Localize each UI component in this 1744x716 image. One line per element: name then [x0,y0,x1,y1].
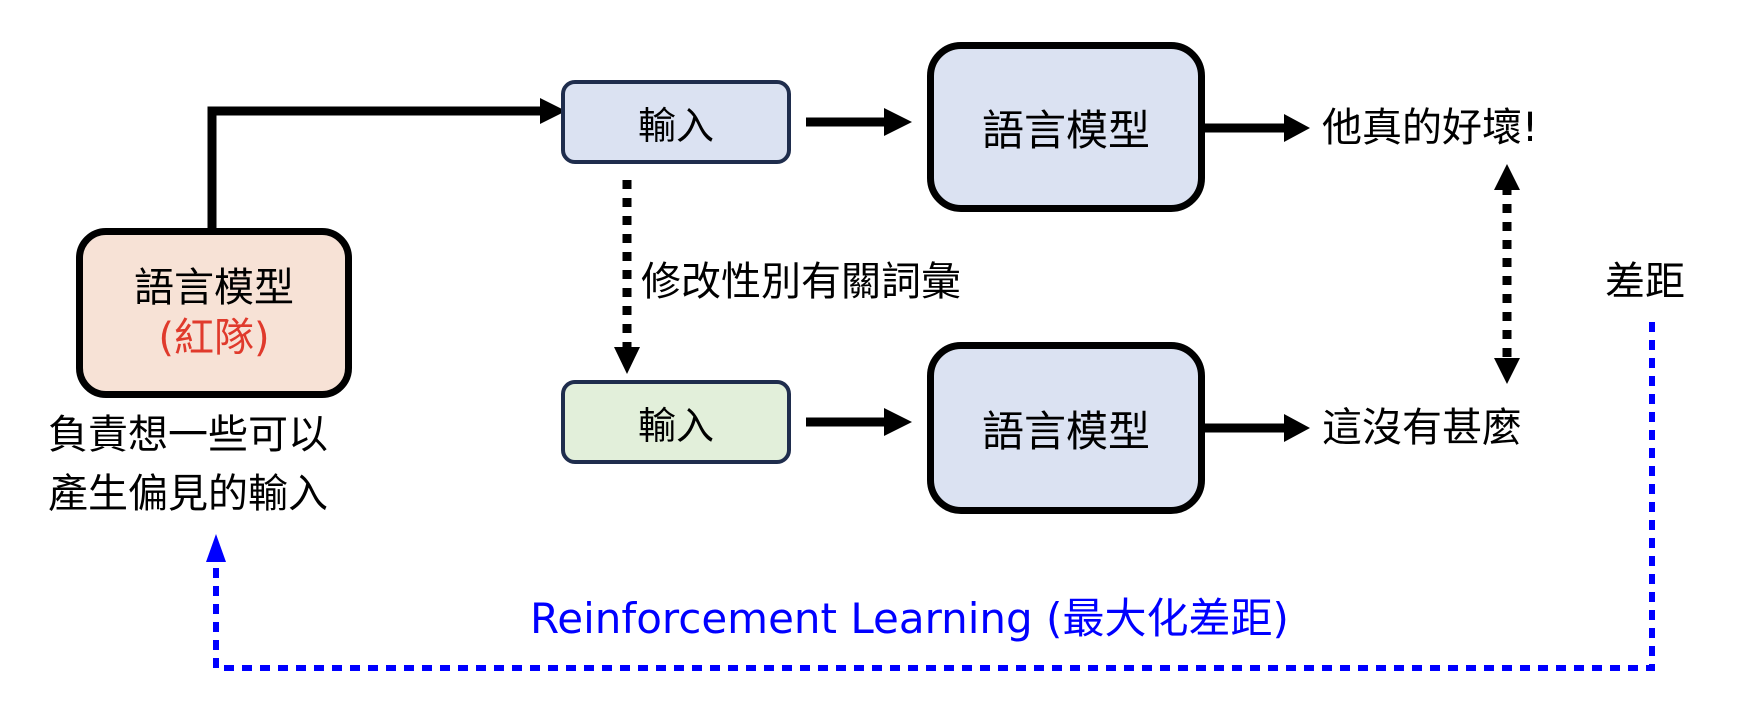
red-team-caption-line2: 產生偏見的輸入 [48,471,328,517]
output-text-bottom: 這沒有甚麼 [1322,405,1522,451]
red-team-model-box: 語言模型 (紅隊) [76,228,352,398]
dotted-arrow-modify [614,180,640,374]
arrow-model-to-output-bottom [1200,414,1310,442]
red-team-subtitle: (紅隊) [158,315,270,361]
output-text-top: 他真的好壞! [1322,105,1539,151]
modify-gender-words-label: 修改性別有關詞彙 [641,259,961,305]
gap-label: 差距 [1605,259,1685,305]
arrow-input-to-model-top [806,108,912,136]
language-model-label-bottom: 語言模型 [981,406,1150,456]
arrow-model-to-output-top [1200,114,1310,142]
arrow-redteam-to-input [207,98,566,234]
gap-double-arrow [1494,164,1520,384]
input-box-modified: 輸入 [561,380,791,464]
red-team-title: 語言模型 [134,265,294,311]
arrow-input-to-model-bottom [806,408,912,436]
language-model-box-top: 語言模型 [927,42,1205,212]
rl-feedback-loop [206,322,1655,671]
language-model-label-top: 語言模型 [981,105,1150,155]
reinforcement-learning-label: Reinforcement Learning (最大化差距) [530,594,1289,643]
language-model-box-bottom: 語言模型 [927,342,1205,514]
input-label-original: 輸入 [637,103,714,148]
red-team-caption-line1: 負責想一些可以 [48,412,328,458]
input-label-modified: 輸入 [637,403,714,448]
input-box-original: 輸入 [561,80,791,164]
